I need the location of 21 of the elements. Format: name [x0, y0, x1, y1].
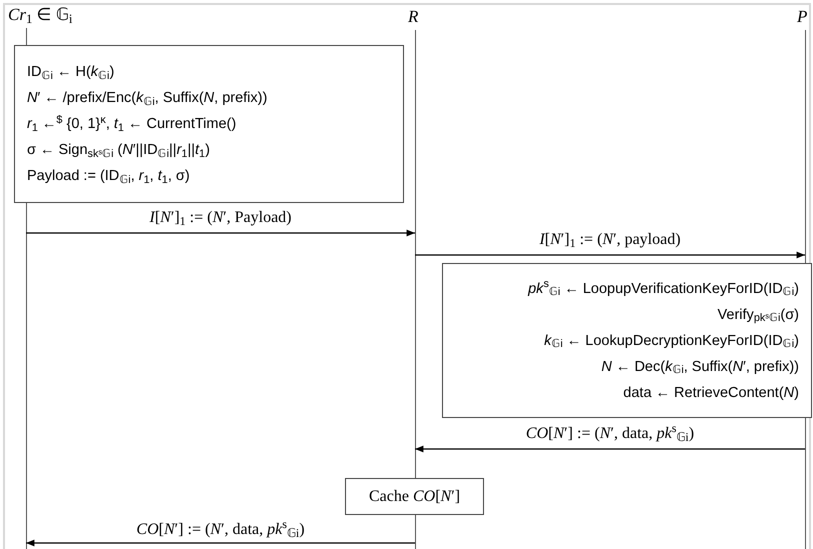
statement: N′ ← /prefix/Enc(k$_{𝔾i}$, Suffix(N, prefix)) — [27, 89, 268, 108]
statement: Payload := (ID$_{𝔾i}$, r$_{1}$, t$_{1}$, σ) — [27, 167, 191, 186]
statement: k$_{𝔾i}$ ← LookupDecryptionKeyForID(ID$_{𝔾i}$) — [543, 332, 799, 350]
lifeline-header: R — [408, 7, 418, 26]
statement: σ ← Sign$_{skˢ𝔾i}$ (N′||ID$_{𝔾i}$||r$_{1}$||t$_{1}$) — [27, 141, 211, 160]
arrow — [26, 230, 415, 236]
arrow — [415, 252, 805, 258]
arrow — [415, 446, 805, 452]
statement: data ← RetrieveContent(N) — [622, 384, 799, 402]
computation-box — [442, 263, 812, 418]
process-box — [345, 478, 484, 515]
statement: Cache CO[N′] — [368, 486, 460, 506]
computation-box — [14, 45, 404, 203]
statement: ID$_{𝔾i}$ ← H(k$_{𝔾i}$) — [27, 63, 116, 82]
statement: r$_{1}$ ←$^{$}$ {0, 1}$^{κ}$, t$_{1}$ ← CurrentTime() — [27, 114, 238, 134]
statement: N ← Dec(k$_{𝔾i}$, Suffix(N′, prefix)) — [600, 358, 799, 376]
lifeline-header: Cr$_{1}$ ∈ 𝔾$_{i}$ — [8, 5, 72, 24]
arrow — [26, 540, 415, 546]
lifeline-header: P — [797, 7, 808, 26]
statement: pk$^{s}$$_{𝔾i}$ ← LoopupVerificationKeyForID(ID$_{𝔾i}$) — [526, 278, 799, 298]
statement: Verify$_{pkˢ𝔾i}$(σ) — [716, 306, 799, 324]
